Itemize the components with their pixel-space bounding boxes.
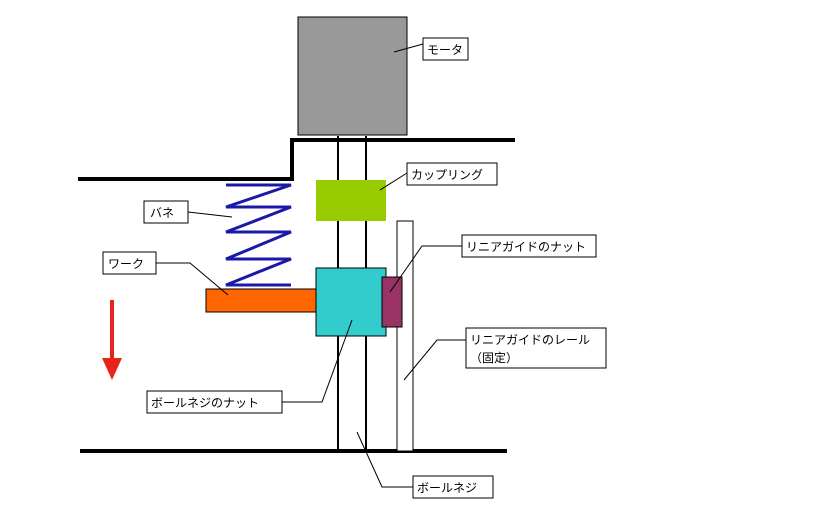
spring-label: バネ [150,206,174,220]
spring-callout-box [143,200,189,224]
upper-frame-line [78,138,515,181]
work-label: ワーク [108,257,144,271]
guide-nut-block [381,276,403,328]
ballscrew-nut-block [315,267,387,337]
spring-leader [187,211,233,218]
coupling-label: カップリング [411,168,483,182]
guide-nut-callout-box [461,234,597,258]
motor-block [297,16,408,136]
ballscrew-label: ボールネジ [417,481,477,495]
coupling-callout-box [406,162,498,186]
work-piece [205,288,318,313]
coupling-leader [379,172,408,191]
guide-rail-label-line2: （固定） [470,350,518,365]
ballscrew-nut-label: ボールネジのナット [151,396,259,410]
guide-nut-leader [389,245,462,293]
ballscrew-nut-leader [282,319,353,403]
motor-label: モータ [427,43,463,57]
down-arrow-icon [102,300,122,380]
ballscrew-nut-callout-box [146,390,283,414]
spring-coil [225,183,292,287]
coupling-block [316,180,386,221]
work-leader [156,262,229,296]
linear-guide-rail [396,220,414,452]
guide-rail-leader [403,339,466,381]
ballscrew-leader [356,431,413,488]
guide-rail-callout-box [465,327,607,369]
guide-nut-label: リニアガイドのナット [466,240,586,254]
motor-callout-box [422,37,469,61]
work-callout-box [102,251,157,275]
motor-leader [393,43,424,53]
guide-rail-label-line1: リニアガイドのレール [470,333,590,347]
ballscrew-callout-box [412,475,494,499]
